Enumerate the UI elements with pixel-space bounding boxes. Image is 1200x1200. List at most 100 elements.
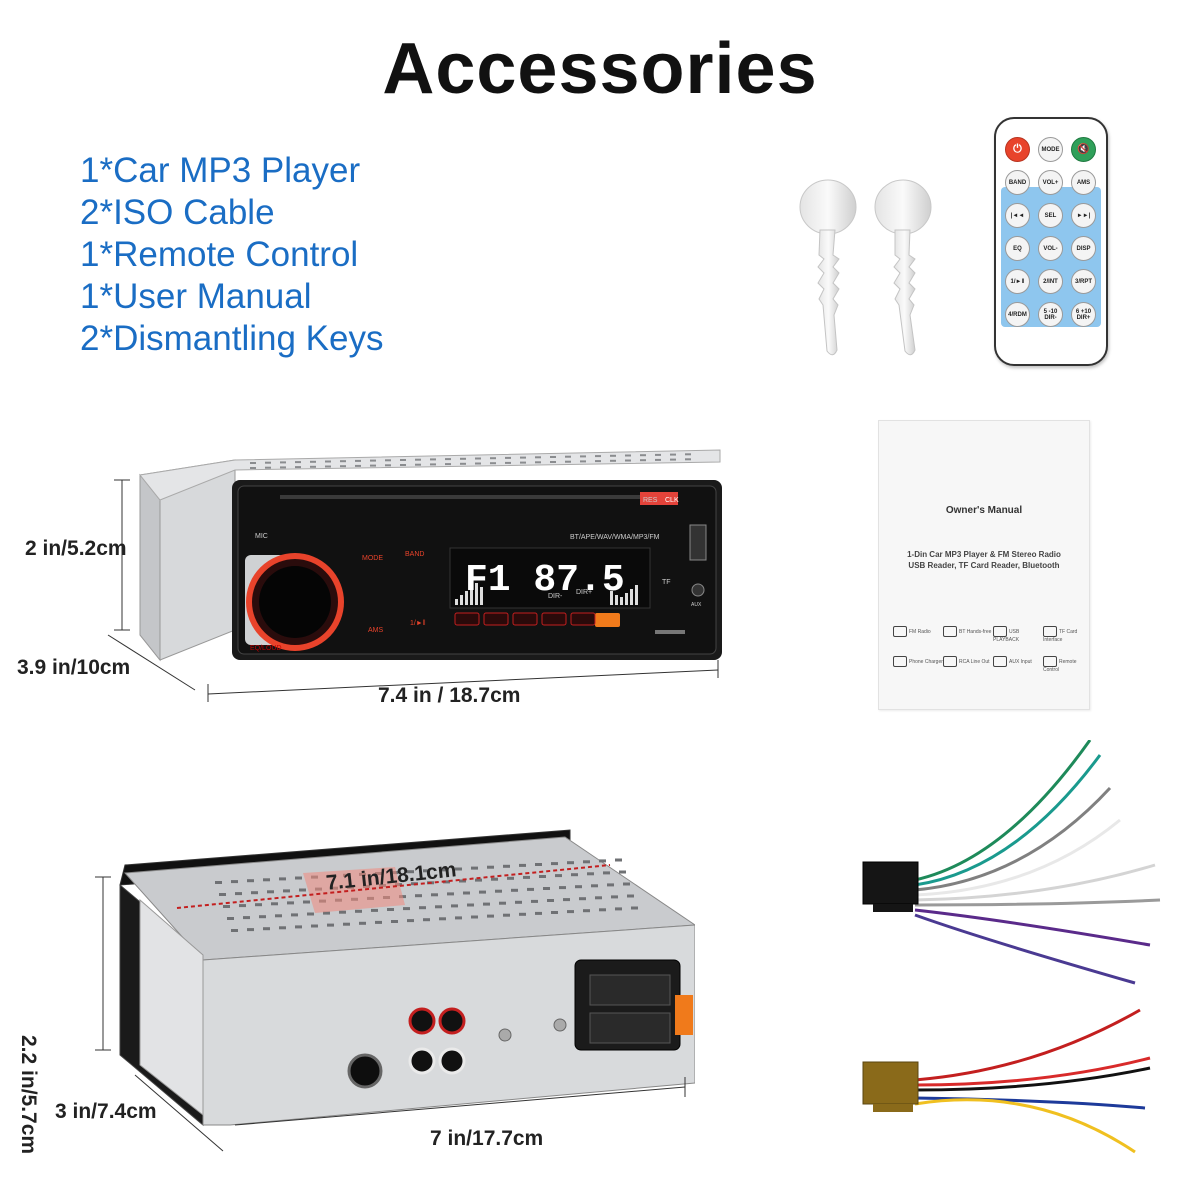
accessory-item: 1*Car MP3 Player <box>80 151 361 190</box>
front-depth-label: 3.9 in/10cm <box>17 656 131 679</box>
vent-hole <box>215 881 222 884</box>
remote-button: AMS <box>1071 170 1096 195</box>
remote-button: BAND <box>1005 170 1030 195</box>
vent-hole <box>583 860 590 864</box>
vent-hole <box>550 461 556 463</box>
vent-hole <box>385 464 391 467</box>
vent-hole <box>311 924 318 928</box>
vent-hole <box>247 928 254 932</box>
vent-hole <box>323 911 330 915</box>
vent-hole <box>611 895 618 899</box>
vent-hole <box>340 465 346 468</box>
vent-hole <box>283 889 290 893</box>
vent-hole <box>295 925 302 929</box>
vent-hole <box>565 460 571 463</box>
back-view-drawing <box>95 829 695 1152</box>
vent-hole <box>251 891 258 895</box>
page-title: Accessories <box>382 29 818 109</box>
vent-hole <box>310 465 316 468</box>
vent-hole <box>403 907 410 911</box>
preset-button <box>454 612 480 626</box>
feature-label: Phone Charger <box>909 658 943 665</box>
feature-icon <box>993 626 1007 637</box>
vent-hole <box>580 460 586 463</box>
vent-hole <box>503 864 510 868</box>
vent-hole <box>555 874 562 878</box>
vent-hole <box>250 462 256 464</box>
back-width-label: 7 in/17.7cm <box>430 1127 544 1150</box>
front-view-drawing: F1 87.5 BT/APE/WAV/WMA/MP3/FM MIC RES CL… <box>107 449 722 702</box>
vent-hole <box>327 923 334 927</box>
vent-hole <box>310 460 316 463</box>
faceplate <box>232 480 722 660</box>
vent-hole <box>565 455 571 458</box>
vent-hole <box>407 870 414 874</box>
vent-hole <box>479 890 486 894</box>
remote-button: VOL- <box>1038 236 1063 261</box>
vent-hole <box>287 901 294 905</box>
vent-hole <box>603 871 610 875</box>
vent-hole <box>259 915 266 919</box>
remote-button: ⏻ <box>1005 137 1030 162</box>
vent-hole <box>325 460 331 463</box>
vent-hole <box>627 894 634 898</box>
front-height-label: 2 in/5.2cm <box>25 537 127 560</box>
vent-hole <box>455 867 462 871</box>
accessory-item: 1*User Manual <box>80 277 312 316</box>
vent-hole <box>535 863 542 866</box>
vent-hole <box>503 913 510 917</box>
vent-hole <box>571 873 578 877</box>
vent-hole <box>235 892 242 896</box>
feature-icon <box>943 626 957 637</box>
vent-hole <box>575 885 582 889</box>
vent-hole <box>467 903 474 907</box>
vent-hole <box>325 465 331 468</box>
vent-hole <box>247 879 254 883</box>
manual-feature: TF Card Interface <box>1043 626 1093 643</box>
back-ports <box>347 959 693 1089</box>
vent-hole <box>471 866 478 870</box>
iso-cable-2 <box>862 1008 1151 1154</box>
vent-hole <box>523 875 530 879</box>
vent-hole <box>587 872 594 876</box>
vent-hole <box>387 908 394 911</box>
feature-icon <box>1043 626 1057 637</box>
vent-hole <box>505 456 511 459</box>
front-preset-buttons <box>454 612 596 626</box>
dismantling-key-1 <box>799 179 857 356</box>
vent-hole <box>223 905 230 908</box>
manual-subtitle: 1-Din Car MP3 Player & FM Stereo Radio U… <box>907 550 1061 570</box>
preset-button <box>570 612 596 626</box>
vent-hole <box>359 921 366 925</box>
vent-hole <box>443 880 450 884</box>
vent-hole <box>231 880 238 884</box>
preset-button <box>483 612 509 626</box>
vent-hole <box>279 926 286 930</box>
feature-label: USB PLAYBACK <box>993 628 1020 643</box>
vent-hole <box>227 917 234 920</box>
vent-hole <box>531 899 538 903</box>
vent-hole <box>243 916 250 920</box>
vent-hole <box>475 457 481 460</box>
eq-bar <box>630 589 633 605</box>
vent-hole <box>435 905 442 909</box>
feature-icon <box>993 656 1007 667</box>
iso-cables <box>862 740 1161 1154</box>
length-line <box>176 864 611 909</box>
remote-button: 2/INT <box>1038 269 1063 294</box>
vent-hole <box>487 865 494 869</box>
vent-hole <box>375 920 382 924</box>
chassis-vent-holes <box>250 453 691 469</box>
vent-hole <box>267 890 274 894</box>
vent-hole <box>307 912 314 916</box>
play-label: 1/►‖ <box>410 620 426 627</box>
vent-hole <box>463 891 470 895</box>
back-depth-label: 3 in/7.4cm <box>55 1100 157 1123</box>
vent-hole <box>451 904 458 908</box>
vent-hole <box>271 902 278 906</box>
mode-label: MODE <box>362 555 383 562</box>
feature-label: TF Card Interface <box>1043 628 1078 643</box>
remote-button: 1/►‖ <box>1005 269 1030 294</box>
manual-feature: AUX Input <box>993 656 1043 667</box>
